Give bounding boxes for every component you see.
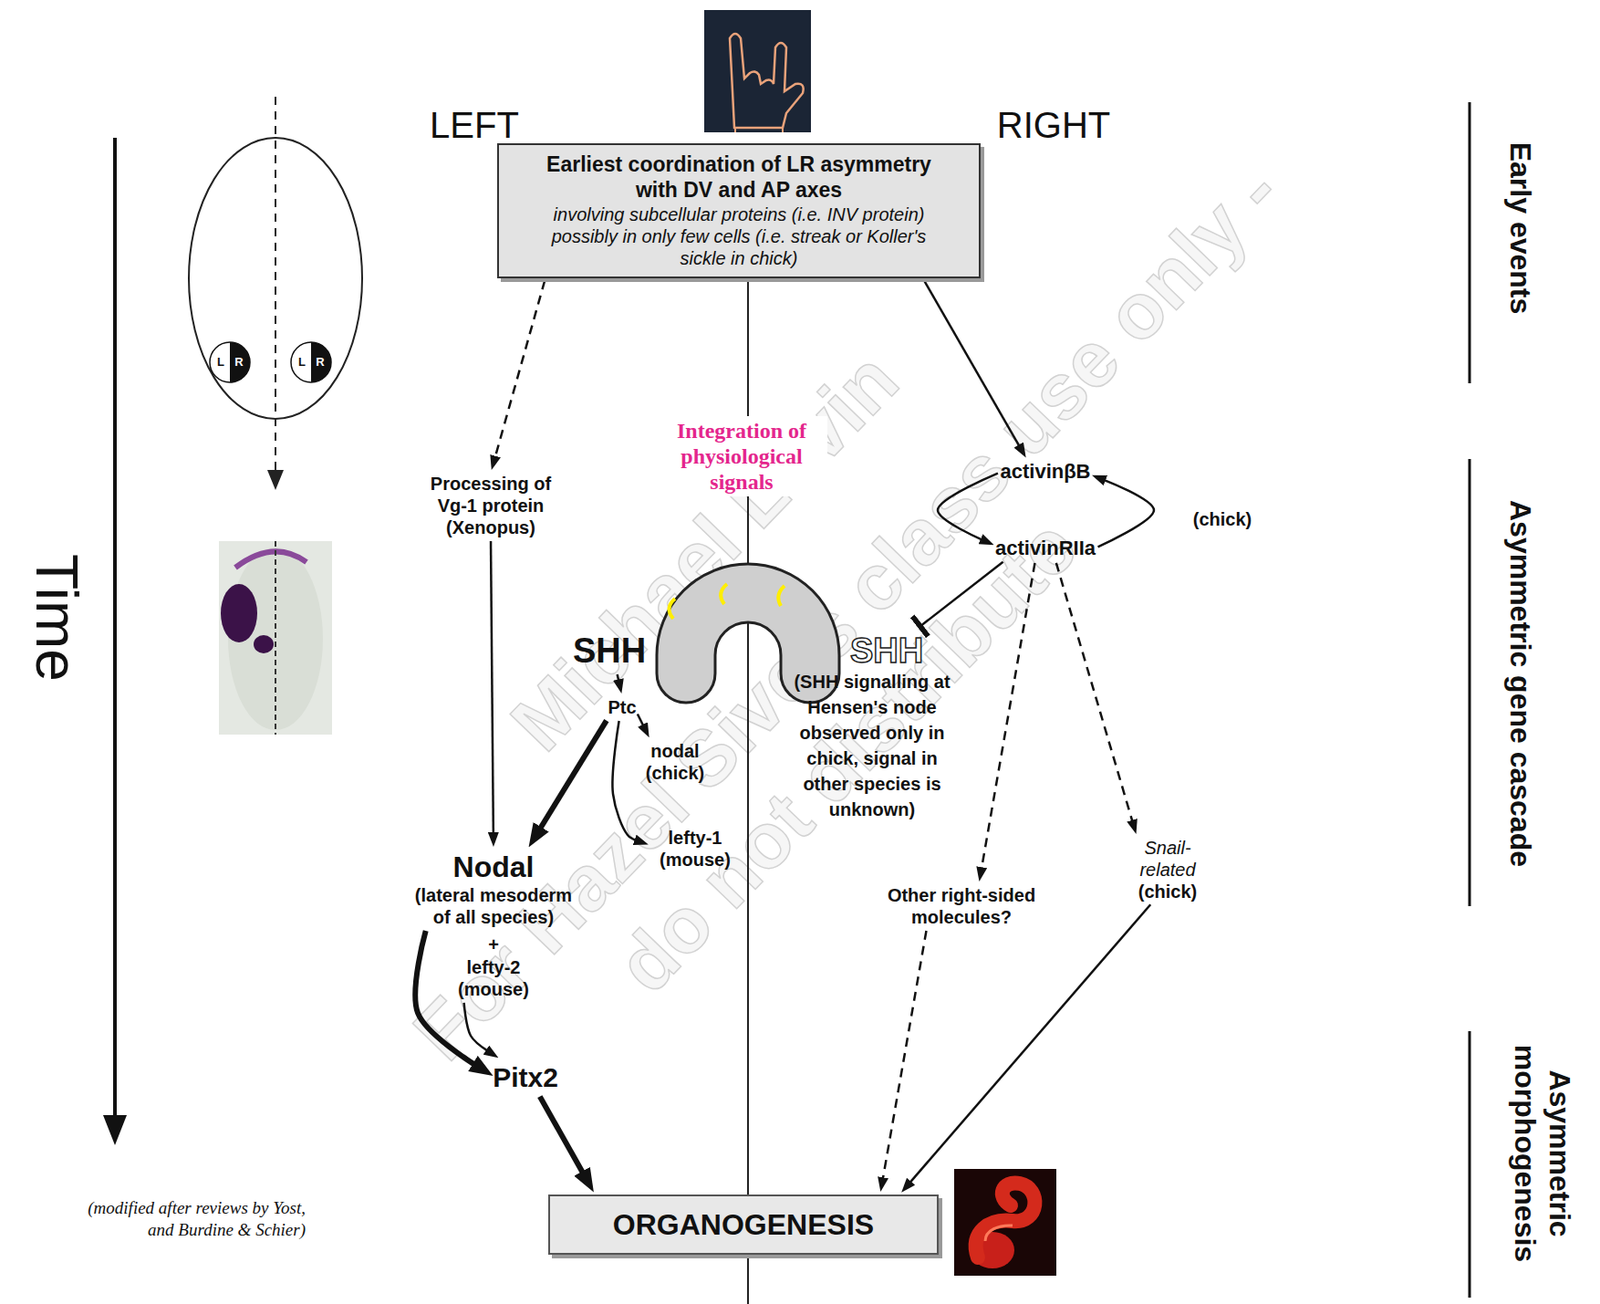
heart-tube (976, 1182, 1036, 1258)
species-note: (chick) (1193, 508, 1252, 530)
arrow-connector (937, 473, 998, 541)
node-text: involving subcellular proteins (i.e. INV… (526, 203, 952, 270)
side-letter: R (234, 355, 243, 369)
inhibition-connector (920, 561, 1004, 626)
gene-node: Other right-sided molecules? (874, 883, 1049, 928)
gene-node: Ptc (607, 696, 636, 718)
node-text: lefty-2 (mouse) (443, 955, 544, 1000)
side-heading: LEFT (429, 103, 520, 146)
arrow-connector (540, 720, 607, 829)
caption: (modified after reviews by Yost, and Bur… (59, 1196, 306, 1241)
plus-sign: + (488, 933, 499, 956)
stain-blob (253, 634, 274, 654)
hand-icon (704, 10, 811, 133)
node-text: Processing of Vg-1 protein (Xenopus) (413, 472, 569, 539)
arrow-connector (495, 280, 546, 458)
node-text: Nodal (409, 849, 579, 884)
node-text: lefty-1 (mouse) (649, 826, 741, 871)
node-text: Earliest coordination of LR asymmetry wi… (526, 152, 952, 203)
arrow-connector (924, 280, 1020, 447)
heart-photo (954, 1168, 1057, 1276)
node-text: ORGANOGENESIS (559, 1206, 928, 1242)
node-text: Snail-related (1129, 836, 1206, 881)
side-letter: R (315, 355, 324, 369)
embryo-midline (274, 96, 277, 473)
gene-node: Nodal(lateral mesoderm of all species) (409, 849, 579, 928)
cilium-mark (668, 598, 676, 619)
gene-node: nodal (chick) (633, 739, 717, 784)
time-arrow (113, 137, 117, 1119)
time-label: Time (23, 553, 90, 682)
cilium-mark (720, 583, 728, 604)
gene-node: SHH (572, 629, 646, 672)
node-text: SHH (572, 629, 646, 672)
side-letter: L (298, 355, 306, 369)
node-text: nodal (chick) (633, 739, 717, 784)
arrow-connector (490, 540, 494, 834)
watermark: For Hazel Sive's class use only - (394, 146, 1298, 1077)
integration-note: Integration of physiological signals (655, 415, 828, 497)
stage-label: Early events (1503, 142, 1538, 315)
node-text: activinβB (999, 459, 1091, 484)
node-text: (chick) (1129, 880, 1206, 903)
coordination-box: Earliest coordination of LR asymmetry wi… (497, 143, 981, 278)
node-text: SHH (850, 629, 924, 672)
embryo-photo (218, 540, 333, 735)
pathway-step: Processing of Vg-1 protein (Xenopus) (413, 472, 569, 539)
arrow-connector (637, 713, 645, 726)
stain-arc (235, 550, 307, 568)
lr-cell (209, 342, 250, 383)
gene-node-hollow: SHH (850, 629, 924, 672)
time-arrowhead (103, 1114, 127, 1145)
hand-wrist (735, 127, 783, 133)
node-text: activinRIIa (995, 536, 1096, 561)
midline-arrowhead (267, 469, 284, 490)
gene-node: activinRIIa (995, 536, 1096, 561)
stain-blob (220, 583, 258, 643)
arrow-connector (1056, 562, 1133, 822)
photo-midline (274, 540, 277, 735)
gene-node: lefty-1 (mouse) (649, 826, 741, 871)
arrow-connector (883, 930, 927, 1179)
stage-bracket (1468, 1030, 1472, 1298)
gene-node: Snail-related(chick) (1129, 836, 1206, 903)
arrow-connector (540, 1096, 583, 1174)
cilium-mark (778, 585, 785, 606)
stage-label: Asymmetric morphogenesis (1507, 1029, 1578, 1277)
stage-bracket (1468, 102, 1472, 384)
node-text: (lateral mesoderm of all species) (409, 883, 579, 928)
shh-note: (SHH signalling at Hensen's node observe… (792, 668, 953, 822)
gene-node: Pitx2 (492, 1060, 559, 1094)
arrow-connector (617, 674, 620, 681)
gene-node: activinβB (999, 459, 1091, 484)
gene-node: lefty-2 (mouse) (443, 955, 544, 1000)
organogenesis-box: ORGANOGENESIS (548, 1194, 939, 1255)
stage-label: Asymmetric gene cascade (1503, 499, 1538, 867)
arrow-connector (1098, 479, 1154, 548)
side-letter: L (217, 355, 225, 369)
arrow-connector (909, 903, 1151, 1183)
arrow-connector (464, 1002, 489, 1051)
arrow-connector (612, 720, 636, 841)
arrow-connector (981, 562, 1036, 869)
side-heading: RIGHT (997, 103, 1111, 146)
lr-cell (290, 342, 332, 383)
lr-cell-half (229, 342, 250, 383)
hand-outline (729, 33, 804, 128)
node-text: Pitx2 (492, 1060, 559, 1094)
node-text: Other right-sided molecules? (874, 883, 1049, 928)
lr-cell-half (311, 342, 332, 383)
stage-bracket (1468, 458, 1472, 906)
heart-highlight (985, 1225, 1013, 1241)
node-text: Ptc (607, 696, 636, 718)
